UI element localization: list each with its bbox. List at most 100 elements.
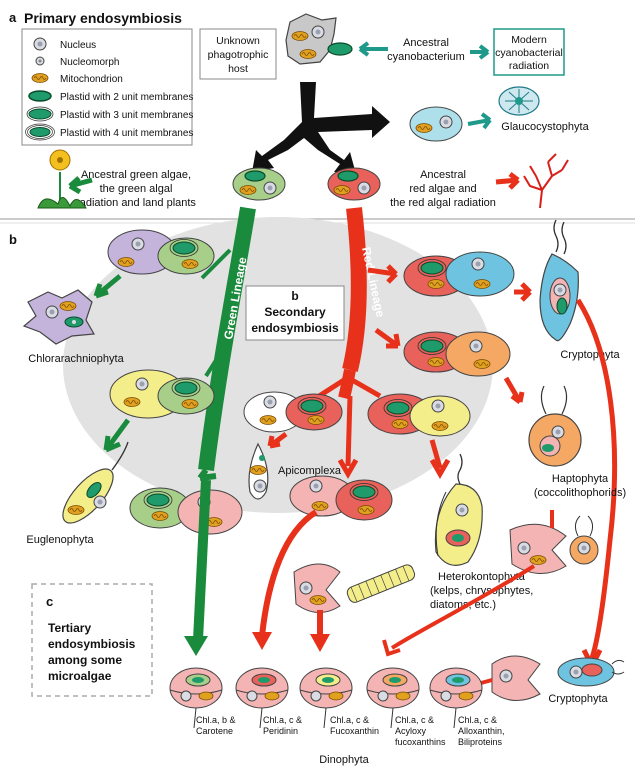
green-lineage-stem — [198, 206, 256, 472]
green-dinophyte-host-cell — [129, 487, 243, 535]
host-label-line3: host — [228, 63, 248, 75]
tertiary-host-cryptophyte — [491, 655, 625, 701]
green-arrow-to-dinophyte-1 — [193, 479, 211, 641]
plastid-2-membrane-icon — [28, 90, 52, 102]
legend-row-plastid-4: Plastid with 4 unit membranes — [25, 123, 193, 141]
tertiary-host-diatom — [293, 563, 416, 613]
legend-row-nucleus: Nucleus — [33, 37, 96, 51]
phagotrophic-host-cell — [285, 13, 337, 65]
dino-4-line2: Acyloxy — [395, 726, 427, 736]
land-plant-icon — [37, 149, 87, 209]
legend-nucleomorph-label: Nucleomorph — [60, 57, 119, 68]
legend-plastid-3-label: Plastid with 3 unit membranes — [60, 110, 193, 121]
dino-5-line3: Biliproteins — [458, 737, 503, 747]
red-label-line3: the red algal radiation — [390, 197, 496, 209]
red-secondary-cell-haptophyte-host — [403, 331, 511, 377]
red-arrow-to-apicomplexa — [267, 432, 288, 449]
green-arrowhead-dinophyte-1 — [184, 636, 208, 656]
red-dino-host-cell-peridinin — [289, 475, 393, 521]
euglenophyte-cell — [62, 441, 129, 524]
dino-2-line1: Chl.a, c & — [263, 715, 302, 725]
dinophyte-cell-1 — [169, 667, 223, 729]
red-arrow-to-heterokontophyta — [429, 439, 451, 480]
apicomplexa-host-cell — [243, 391, 343, 433]
dinophyte-caption-2: Chl.a, c & Peridinin — [263, 715, 302, 736]
green-arrow-to-euglenophyta — [103, 418, 131, 453]
dino-3-line1: Chl.a, c & — [330, 715, 369, 725]
red-secondary-cell-crypto-host — [403, 251, 515, 297]
heterokontophyta-label-line3: diatoms, etc.) — [430, 599, 496, 611]
heterokontophyte-cell — [434, 453, 483, 566]
legend-row-plastid-2: Plastid with 2 unit membranes — [28, 90, 193, 103]
heterokontophyta-label-line2: (kelps, chrysophytes, — [430, 585, 533, 597]
apicomplexan-cell — [248, 442, 269, 500]
dinophyte-cell-2 — [235, 667, 289, 729]
panel-c-line1: Tertiary — [48, 621, 91, 635]
red-arrow-to-red-algae — [495, 172, 520, 190]
modern-label-line1: Modern — [511, 34, 547, 46]
red-label-line1: Ancestral — [420, 169, 466, 181]
red-arrow-to-crypto-host — [367, 264, 398, 284]
haptophyta-label-line2: (coccolithophorids) — [534, 487, 626, 499]
panel-b-title-line1: Secondary — [264, 305, 326, 319]
modern-label-line2: cyanobacterial — [495, 47, 563, 59]
green-arrow-to-chlorarachniophyta — [93, 274, 122, 299]
haptophyta-label-line1: Haptophyta — [552, 473, 609, 485]
haptophyte-cell — [528, 385, 582, 467]
cyanobacterium-cell — [327, 42, 353, 56]
legend-mitochondrion-label: Mitochondrion — [60, 74, 123, 85]
red-arrow-to-heterokont-host — [350, 377, 382, 399]
black-branching-arrow — [252, 82, 390, 174]
nucleomorph-icon — [35, 56, 45, 66]
red-lineage-stem — [342, 207, 367, 372]
panel-b-title-line2: endosymbiosis — [251, 321, 339, 335]
green-lineage-arrowhead — [197, 468, 217, 481]
cryptophyta-bottom-label: Cryptophyta — [548, 693, 608, 705]
legend-plastid-4-label: Plastid with 4 unit membranes — [60, 128, 193, 139]
cryptophyte-cell-top — [539, 219, 579, 342]
red-arrowhead-dinophyte-3 — [310, 634, 330, 652]
dinophyte-caption-1: Chl.a, b & Carotene — [196, 715, 236, 736]
green-secondary-host-cell-1 — [107, 229, 215, 275]
apicomplexa-label: Apicomplexa — [278, 465, 342, 477]
ancestral-green-alga-cell — [232, 167, 286, 201]
red-arrow-to-haptophyta — [503, 376, 525, 404]
ancestral-red-alga-cell — [327, 167, 381, 201]
chlorarachniophyte-cell — [22, 289, 95, 345]
dinophyte-caption-5: Chl.a, c & Alloxanthin, Biliproteins — [458, 715, 505, 747]
legend-box — [21, 28, 193, 146]
teal-arrow-to-glauco — [467, 112, 492, 130]
panel-c-line4: microalgae — [48, 669, 112, 683]
host-label-line2: phagotrophic — [208, 49, 269, 61]
red-arrowhead-dinophyte-2 — [252, 632, 272, 650]
euglenophyta-label: Euglenophyta — [26, 534, 94, 546]
panel-b-letter: b — [9, 232, 17, 247]
cyano-label-line2: cyanobacterium — [387, 51, 465, 63]
modern-cyano-box — [493, 28, 565, 76]
panel-c-line2: endosymbiosis — [48, 637, 136, 651]
red-arrow-to-dinophyte-4 — [390, 564, 536, 650]
red-lineage-lower-stem — [338, 368, 356, 400]
dinophyte-caption-3: Chl.a, c & Fucoxanthin — [330, 715, 379, 736]
panel-b-title-box — [245, 285, 345, 341]
panel-c-letter: c — [46, 594, 53, 609]
heterokont-host-cell — [367, 393, 471, 437]
dinophyte-row — [169, 667, 483, 729]
heterokontophyta-label-line1: Heterokontophyta — [438, 571, 526, 583]
red-arrow-to-dinophyte-2 — [259, 509, 318, 637]
panel-b-box-letter: b — [291, 289, 298, 303]
red-arrow-to-hapto-host — [374, 327, 401, 349]
glaucocystophyte-cell — [409, 106, 463, 142]
host-label-box — [199, 28, 277, 80]
dino-1-line2: Carotene — [196, 726, 233, 736]
chlorarachniophyta-label: Chlorarachniophyta — [28, 353, 124, 365]
glaucocystophyte-radiation-icon — [498, 86, 540, 116]
red-arrow-to-cryptophyta — [514, 282, 532, 302]
cryptophyta-top-label: Cryptophyta — [560, 349, 620, 361]
teal-arrow-to-modern — [470, 44, 490, 60]
dino-5-line2: Alloxanthin, — [458, 726, 505, 736]
glaucocystophyta-label: Glaucocystophyta — [501, 121, 589, 133]
panel-c-line3: among some — [48, 653, 122, 667]
dino-1-line1: Chl.a, b & — [196, 715, 236, 725]
